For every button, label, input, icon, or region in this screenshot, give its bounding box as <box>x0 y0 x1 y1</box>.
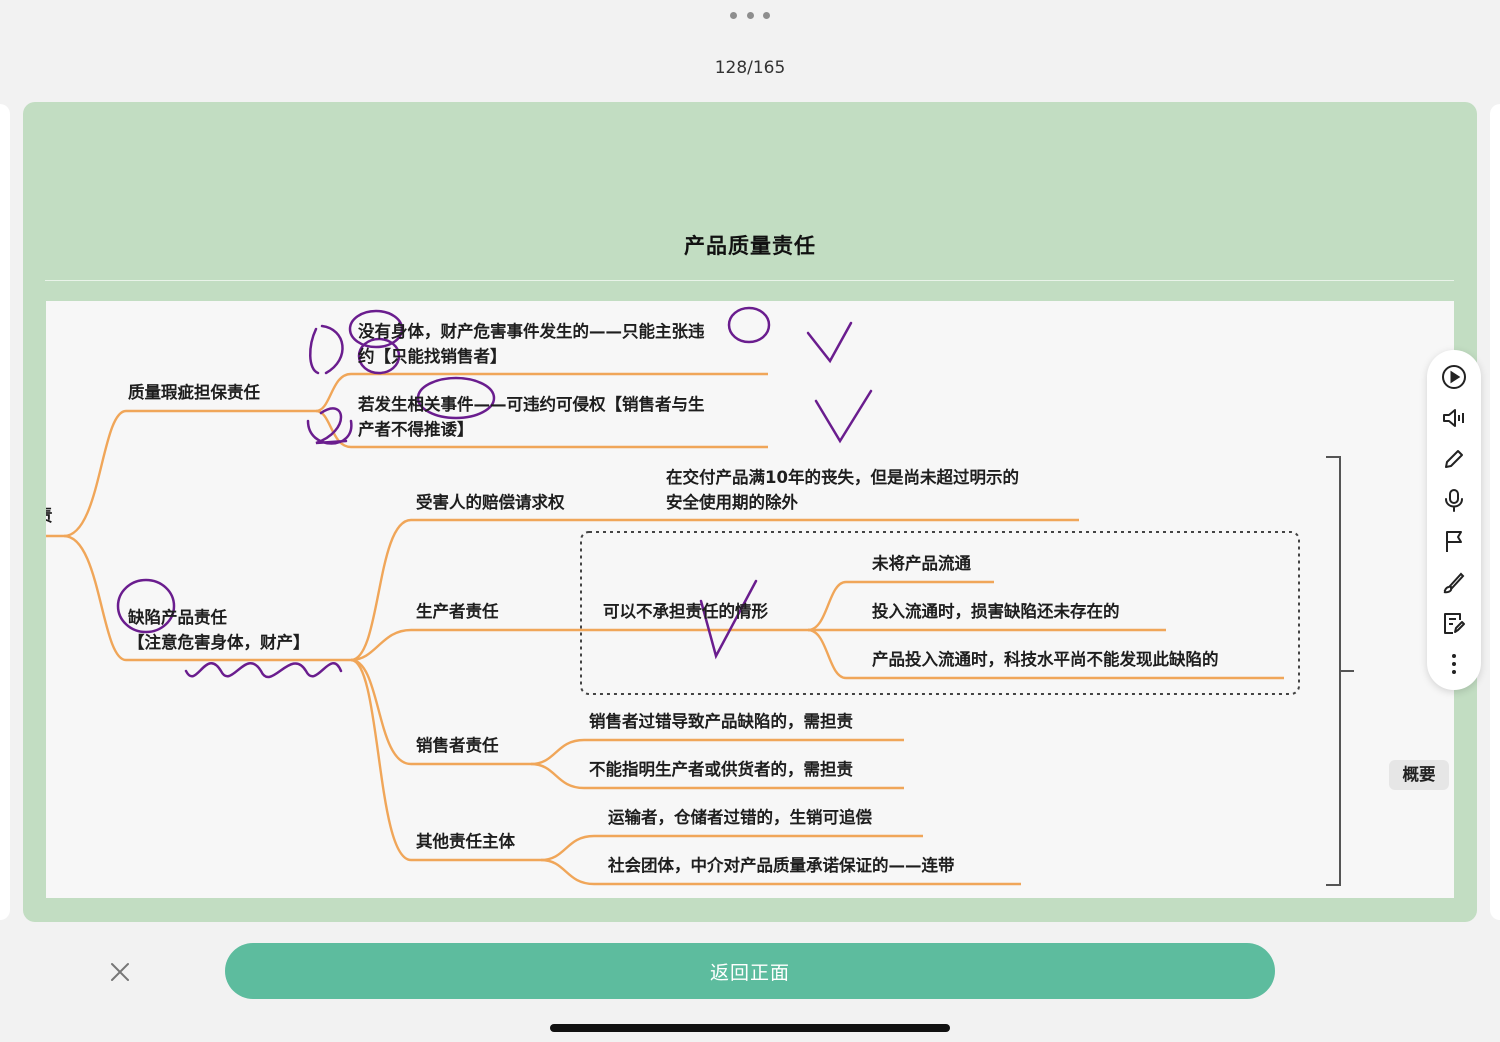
connector-seller <box>350 658 531 766</box>
seller-item-2: 不能指明生产者或供货者的，需担责 <box>589 760 853 779</box>
victim-claim-note-line2: 安全使用期的除外 <box>666 493 798 512</box>
victim-claim-note-line1: 在交付产品满10年的丧失，但是尚未超过明示的 <box>666 468 1019 487</box>
producer-liability: 生产者责任 <box>416 602 499 621</box>
speaker-icon[interactable] <box>1438 402 1470 434</box>
ink-circled-1 <box>309 324 344 375</box>
title-divider <box>45 280 1454 281</box>
more-icon[interactable] <box>1438 648 1470 680</box>
mindmap-connectors <box>46 306 1354 886</box>
root-node-fragment: 责 <box>46 503 53 528</box>
connector-exemption-1 <box>807 580 994 632</box>
branch-quality-defect: 质量瑕疵担保责任 <box>128 383 260 402</box>
exemption-3: 产品投入流通时，科技水平尚不能发现此缺陷的 <box>872 650 1219 669</box>
side-toolbar <box>1427 350 1481 690</box>
connector-seller-1 <box>530 738 904 766</box>
quality-item-1-line2: 约【只能找销售者】 <box>358 347 507 366</box>
quality-item-1-line1: 没有身体，财产危害事件发生的——只能主张违 <box>358 322 705 341</box>
card-title: 产品质量责任 <box>684 234 816 258</box>
flashcard-back: 产品质量责任 <box>23 102 1477 922</box>
previous-card-edge[interactable] <box>0 104 10 920</box>
other-item-1: 运输者，仓储者过错的，生销可追偿 <box>608 808 872 827</box>
next-card-edge[interactable] <box>1490 104 1500 920</box>
summary-badge: 概要 <box>1389 760 1449 790</box>
quality-item-2-line1: 若发生相关事件——可违约可侵权【销售者与生 <box>358 395 705 414</box>
connector-quality-defect <box>46 409 316 538</box>
connector-other-1 <box>540 834 923 862</box>
seller-liability: 销售者责任 <box>416 736 499 755</box>
seller-item-1: 销售者过错导致产品缺陷的，需担责 <box>589 712 853 731</box>
connector-defect-liability <box>63 534 351 662</box>
close-icon[interactable] <box>100 952 140 992</box>
play-icon[interactable] <box>1438 361 1470 393</box>
other-item-2: 社会团体，中介对产品质量承诺保证的——连带 <box>608 856 955 875</box>
page-counter: 128/165 <box>714 58 786 78</box>
branch-defect-liability-line2: 【注意危害身体，财产】 <box>128 633 310 652</box>
flag-icon[interactable] <box>1438 525 1470 557</box>
exemption-1: 未将产品流通 <box>872 554 971 573</box>
connector-producer <box>350 628 808 662</box>
exemption-2: 投入流通时，损害缺陷还未存在的 <box>872 602 1120 621</box>
back-to-front-button[interactable]: 返回正面 <box>225 943 1275 999</box>
edit-note-icon[interactable] <box>1438 607 1470 639</box>
branch-defect-liability-line1: 缺陷产品责任 <box>128 608 227 627</box>
handwritten-annotations <box>116 306 873 679</box>
victim-claim: 受害人的赔偿请求权 <box>416 493 565 512</box>
mindmap-image: 责 质量瑕疵担保责任 没有身体，财产危害事件发生的——只能主张违 约【只能找销售… <box>46 301 1454 898</box>
exemption-cases: 可以不承担责任的情形 <box>603 602 768 621</box>
connector-seller-2 <box>530 762 904 790</box>
home-indicator[interactable] <box>550 1024 950 1032</box>
connector-other <box>350 658 541 862</box>
brush-icon[interactable] <box>1438 566 1470 598</box>
pencil-icon[interactable] <box>1438 443 1470 475</box>
quality-item-2-line2: 产者不得推诿】 <box>358 420 474 439</box>
connector-victim-claim <box>350 518 1079 662</box>
connector-other-2 <box>540 858 1021 886</box>
other-subjects: 其他责任主体 <box>416 832 515 851</box>
connector-exemption-3 <box>807 628 1284 680</box>
connector-quality-item-1 <box>315 372 768 413</box>
microphone-icon[interactable] <box>1438 484 1470 516</box>
more-options-handle[interactable] <box>730 8 770 22</box>
exemption-dashed-frame <box>580 531 1300 695</box>
summary-bracket <box>1326 456 1354 886</box>
